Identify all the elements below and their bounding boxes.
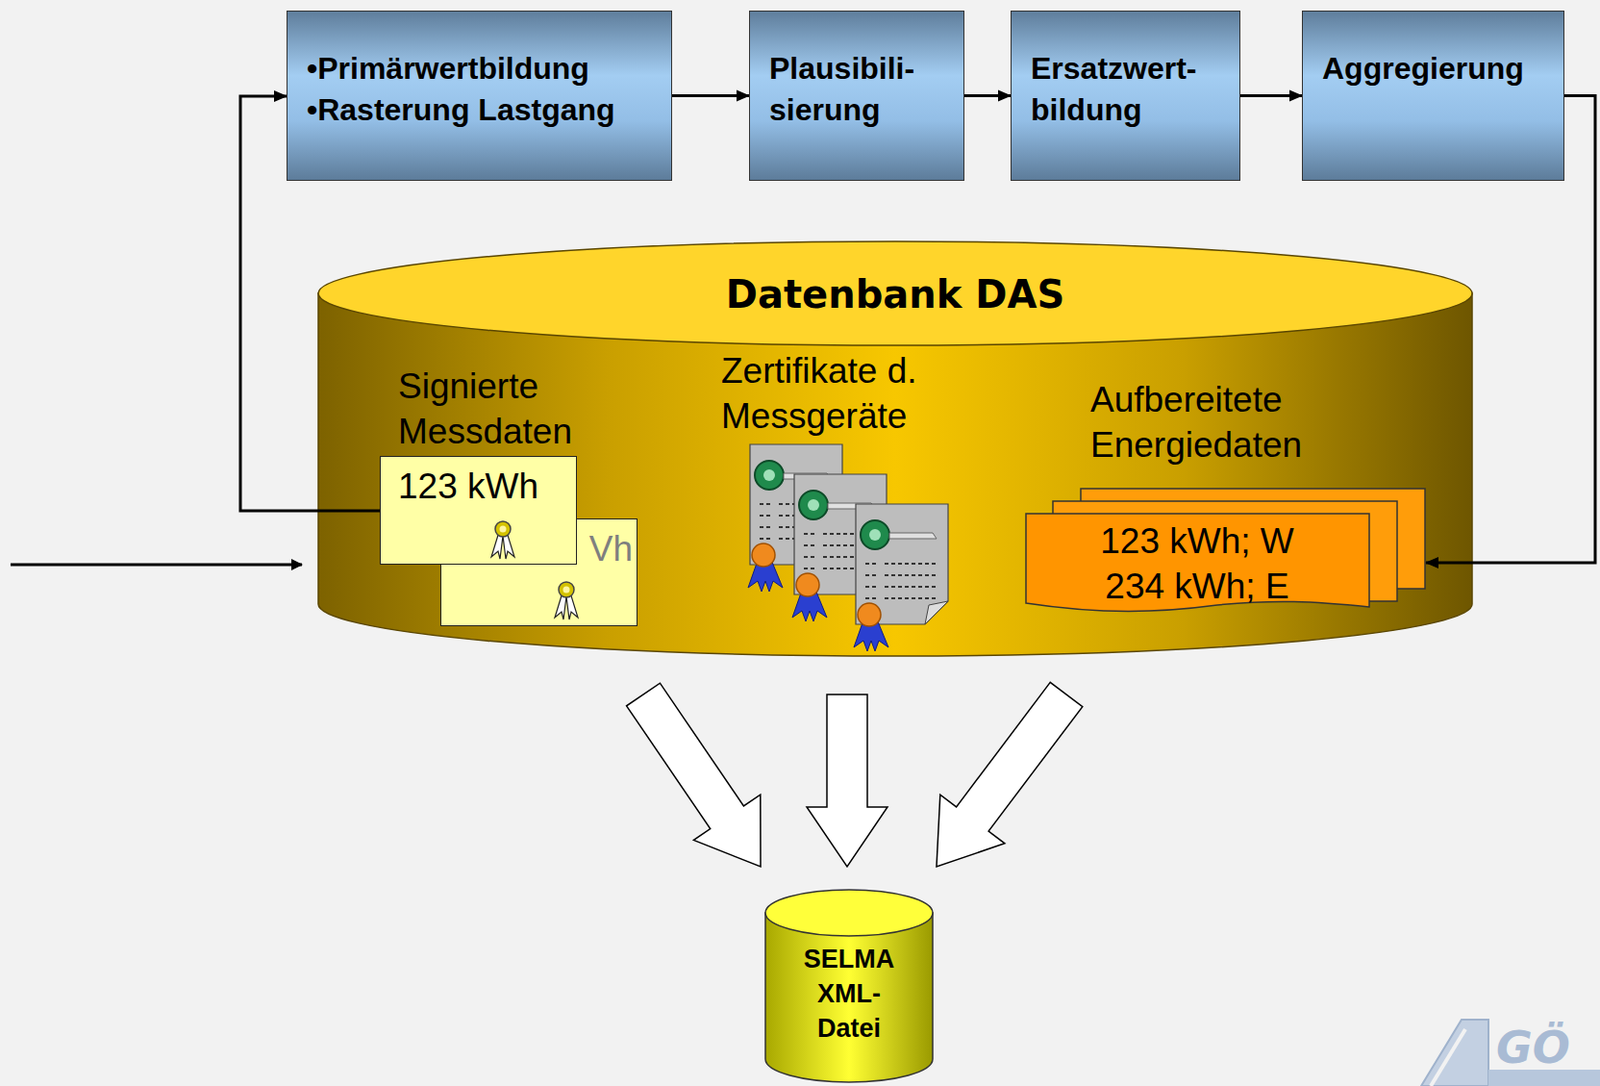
process-label: •Primärwertbildung [306,48,664,90]
database-title: Datenbank DAS [318,270,1473,319]
block-arrow [806,694,888,867]
input-arrow [10,563,302,567]
database-cylinder [318,241,1473,656]
process-box: •Primärwertbildung•Rasterung Lastgang [286,10,673,181]
value-text: Vh [589,526,633,572]
seal-icon [488,518,518,561]
process-box: Ersatzwert- bildung [1010,10,1241,181]
logo-watermark: GÖ [1496,1021,1593,1074]
value-text: 123 kWh [398,464,539,509]
block-arrow [626,682,761,867]
flow-arrow [1240,94,1302,98]
process-label: Aggregierung [1322,48,1556,90]
signed-data-card: 123 kWh [379,455,577,565]
process-box: Plausibili- sierung [749,10,965,181]
section-label: Signierte Messdaten [398,363,620,454]
process-label: •Rasterung Lastgang [306,89,664,131]
page-stack [1025,487,1426,638]
value-list: 123 kWh; W234 kWh; E [1025,518,1370,609]
flow-arrow [964,94,1011,98]
file-cylinder: SELMA XML-Datei [764,887,934,1084]
section-label: Aufbereitete Energiedaten [1090,376,1343,468]
value-text: 234 kWh; E [1025,563,1370,609]
seal-icon [551,578,581,622]
logo-mark [1421,1019,1600,1086]
certificate-icons [748,444,949,651]
process-label: Ersatzwert- bildung [1030,48,1232,131]
file-label: SELMA XML-Datei [793,941,905,1046]
process-box: Aggregierung [1301,10,1565,181]
value-text: 123 kWh; W [1025,518,1370,564]
energy-data-stack: 123 kWh; W234 kWh; E [1025,487,1426,638]
process-label: Plausibili- sierung [769,48,956,131]
block-arrow [936,681,1083,867]
flow-arrow [672,94,750,98]
section-label: Zertifikate d. Messgeräte [721,348,974,439]
